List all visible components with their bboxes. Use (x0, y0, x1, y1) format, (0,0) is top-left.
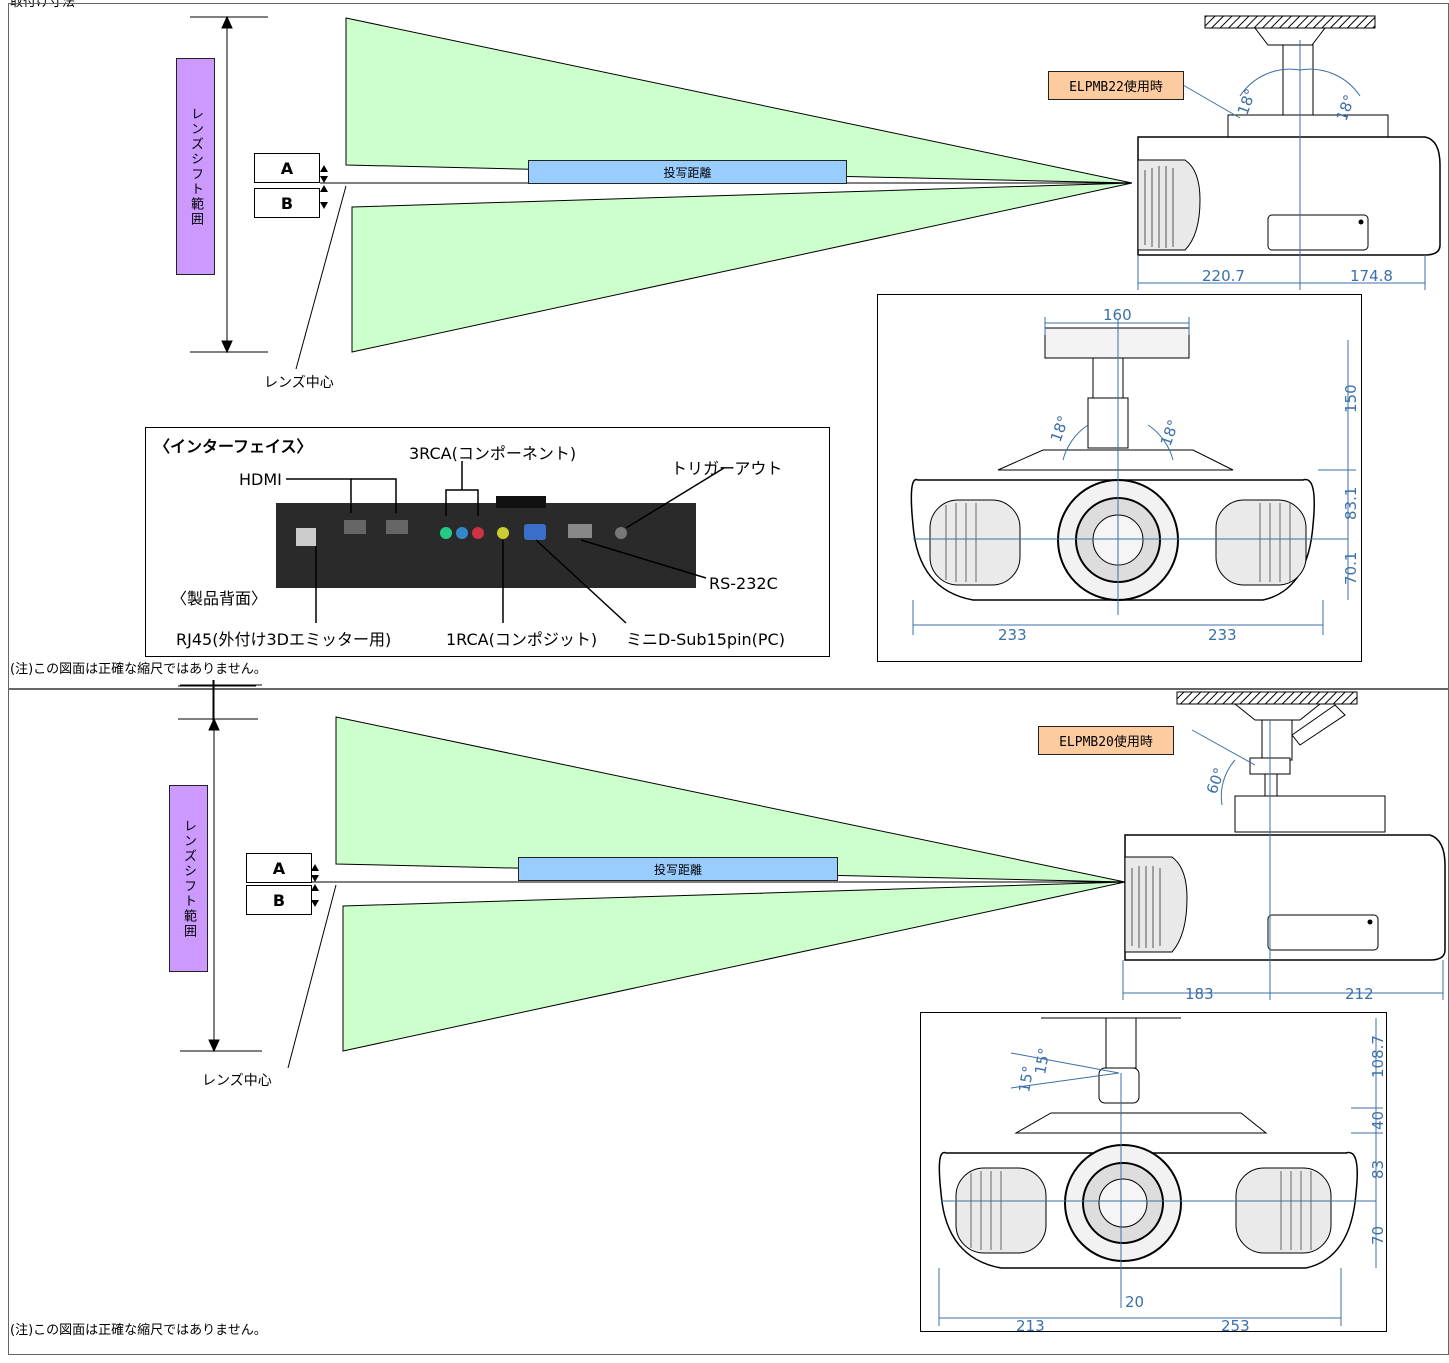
projection-distance-label-1: 投写距離 (528, 160, 847, 184)
mount-tag-1: ELPMB22使用時 (1048, 71, 1184, 100)
front-view-box-1: 160 150 83.1 70.1 233 233 18° 18° (877, 294, 1362, 662)
lens-center-label-2: レンズ中心 (202, 1073, 272, 1089)
front-dim-h2-2: 40 (1369, 1111, 1386, 1130)
front-dim-h3-2: 83 (1369, 1160, 1386, 1179)
label-product-back: 〈製品背面〉 (171, 589, 268, 608)
front-dim-top-1: 160 (1103, 306, 1132, 324)
label-trigger-out: トリガーアウト (671, 459, 783, 478)
interface-title: 〈インターフェイス〉 (154, 437, 313, 456)
side-dim-right-1: 174.8 (1350, 267, 1393, 285)
lens-center-leader-2 (287, 884, 337, 1069)
front-dim-offset-2: 20 (1125, 1293, 1144, 1311)
front-dim-h2-1: 83.1 (1342, 487, 1360, 520)
front-dim-h1-2: 108.7 (1369, 1035, 1386, 1078)
scale-note-1: (注)この図面は正確な縮尺ではありません。 (10, 662, 267, 677)
shift-range-arrow-1 (190, 15, 268, 354)
label-rj45: RJ45(外付け3Dエミッター用) (176, 630, 392, 649)
projector-side-view-1 (1137, 15, 1441, 290)
side-dim-left-2: 183 (1185, 985, 1214, 1003)
label-a-1: A (254, 153, 320, 183)
front-dim-w2-2: 253 (1221, 1317, 1250, 1331)
header-text: 取付け寸法 (10, 0, 76, 10)
side-dim-left-1: 220.7 (1202, 267, 1245, 285)
front-dim-w2-1: 233 (1208, 626, 1237, 644)
projector-front-view-1: 160 150 83.1 70.1 233 233 18° 18° (910, 306, 1360, 644)
lens-center-leader-1 (295, 185, 347, 370)
label-b-1: B (254, 188, 320, 218)
interface-box: 〈インターフェイス〉 HDMI 3RCA(コンポーネント) トリガーアウト RS… (145, 427, 830, 657)
front-angle-left-2: 15° (1015, 1064, 1037, 1093)
projector-front-view-2: 108.7 40 83 70 213 253 20 15° 15° (938, 1017, 1387, 1335)
ab-arrows-2 (311, 864, 319, 907)
beam-lower-2 (342, 881, 1126, 1052)
projection-distance-label-2: 投写距離 (518, 857, 838, 881)
label-hdmi: HDMI (239, 470, 282, 489)
front-dim-h1-1: 150 (1342, 384, 1360, 413)
lens-shift-range-label-1: レンズシフト範囲 (176, 58, 215, 275)
front-dim-h4-2: 70 (1369, 1226, 1386, 1245)
side-dim-right-2: 212 (1345, 985, 1374, 1003)
scale-note-2: (注)この図面は正確な縮尺ではありません。 (10, 1323, 267, 1338)
front-dim-w1-2: 213 (1016, 1317, 1045, 1331)
shift-arrow-2 (178, 680, 262, 1053)
lens-shift-range-label-2: レンズシフト範囲 (169, 785, 208, 972)
side-angle-2: 60° (1203, 765, 1229, 796)
label-3rca: 3RCA(コンポーネント) (409, 444, 577, 463)
mount-tag-2: ELPMB20使用時 (1038, 726, 1174, 755)
ab-arrows-1 (320, 165, 328, 209)
label-mini-dsub: ミニD-Sub15pin(PC) (626, 630, 785, 649)
label-rs232c: RS-232C (709, 574, 778, 593)
label-1rca: 1RCA(コンポジット) (446, 630, 598, 649)
front-view-box-2: 108.7 40 83 70 213 253 20 15° 15° (920, 1012, 1387, 1335)
lens-center-label-1: レンズ中心 (264, 375, 334, 391)
beam-lower-1 (351, 182, 1133, 353)
label-b-2: B (246, 885, 312, 915)
front-angle-right-2: 15° (1031, 1046, 1053, 1075)
front-dim-w1-1: 233 (998, 626, 1027, 644)
interface-panel-photo (276, 461, 725, 624)
front-dim-h3-1: 70.1 (1342, 552, 1360, 585)
projector-side-view-2 (1122, 691, 1446, 1000)
label-a-2: A (246, 853, 312, 883)
